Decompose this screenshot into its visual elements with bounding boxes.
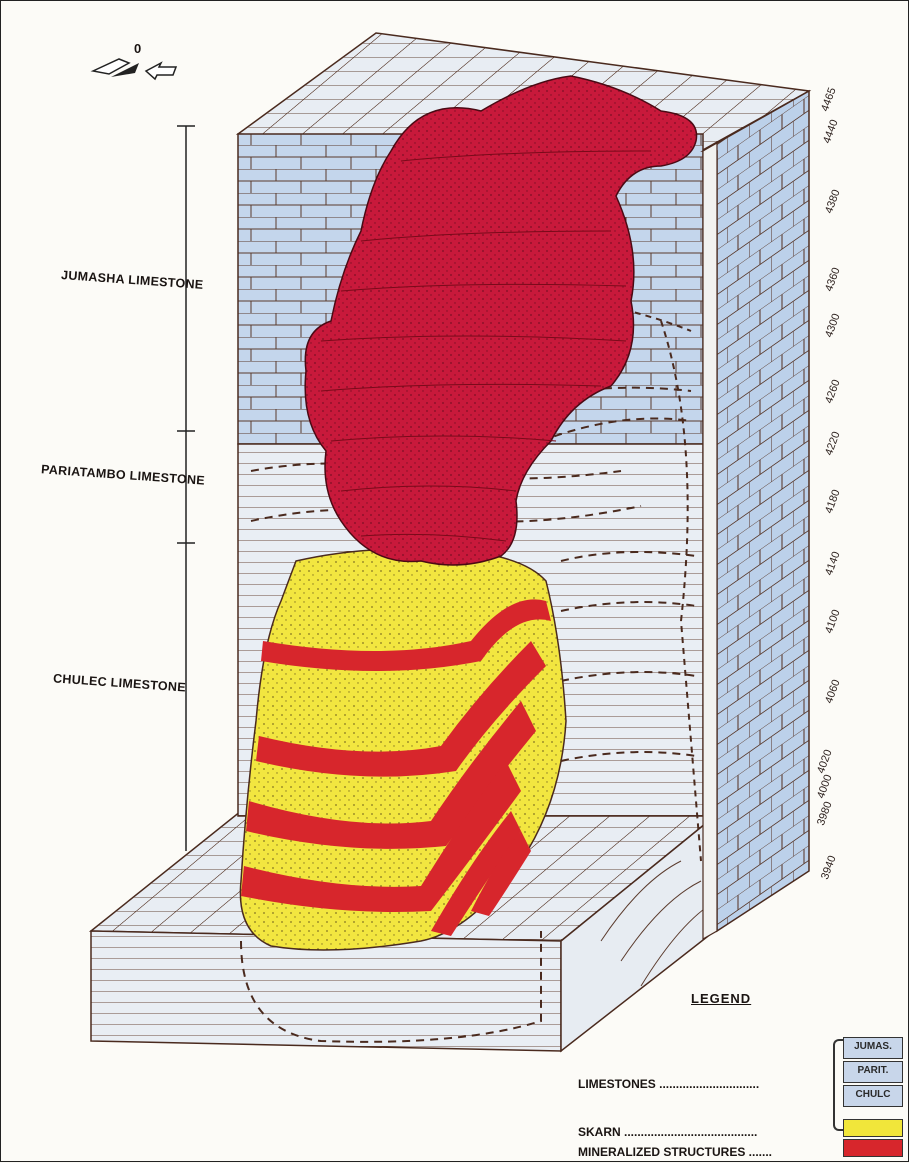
legend-swatch-jumasha: JUMAS. bbox=[843, 1037, 903, 1059]
legend-swatch-mineralized bbox=[843, 1139, 903, 1157]
legend-skarn-label: SKARN ..................................… bbox=[578, 1125, 757, 1139]
legend-limestones-label: LIMESTONES .............................… bbox=[578, 1077, 759, 1091]
legend-brace bbox=[833, 1039, 843, 1131]
north-arrow-icon bbox=[93, 59, 176, 79]
strat-scale bbox=[177, 126, 195, 851]
legend-swatch-skarn bbox=[843, 1119, 903, 1137]
legend-title: LEGEND bbox=[691, 991, 751, 1006]
legend-swatch-pariatambo: PARIT. bbox=[843, 1061, 903, 1083]
legend-swatch-chulec: CHULC bbox=[843, 1085, 903, 1107]
north-arrow-label: 0 bbox=[134, 41, 141, 56]
legend-mineralized-label: MINERALIZED STRUCTURES ....... bbox=[578, 1145, 772, 1159]
